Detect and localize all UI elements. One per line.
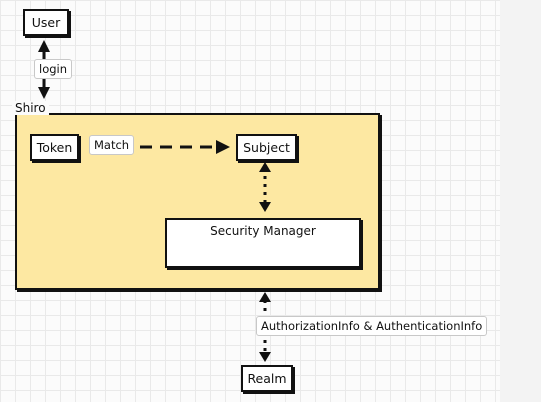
- shiro-arrowhead: [38, 87, 50, 99]
- user-arrowhead: [38, 40, 50, 52]
- shiro-group-title: Shiro: [12, 101, 49, 115]
- auth-info-edge-label: AuthorizationInfo & AuthenticationInfo: [256, 316, 488, 336]
- token-node[interactable]: Token: [30, 134, 79, 161]
- login-edge-label: login: [34, 59, 73, 79]
- realm-node[interactable]: Realm: [241, 365, 293, 392]
- shiro-up-arrowhead: [259, 292, 271, 302]
- match-edge-label: Match: [89, 135, 135, 155]
- subject-arrowhead: [216, 140, 230, 154]
- subject-up-arrowhead: [259, 162, 271, 172]
- arrows-layer: [38, 40, 271, 362]
- user-node[interactable]: User: [23, 9, 69, 36]
- security-down-arrowhead: [259, 202, 271, 212]
- realm-down-arrowhead: [259, 352, 271, 362]
- security-manager-node[interactable]: Security Manager: [165, 218, 361, 268]
- side-panel: [500, 0, 541, 402]
- subject-node[interactable]: Subject: [236, 134, 297, 161]
